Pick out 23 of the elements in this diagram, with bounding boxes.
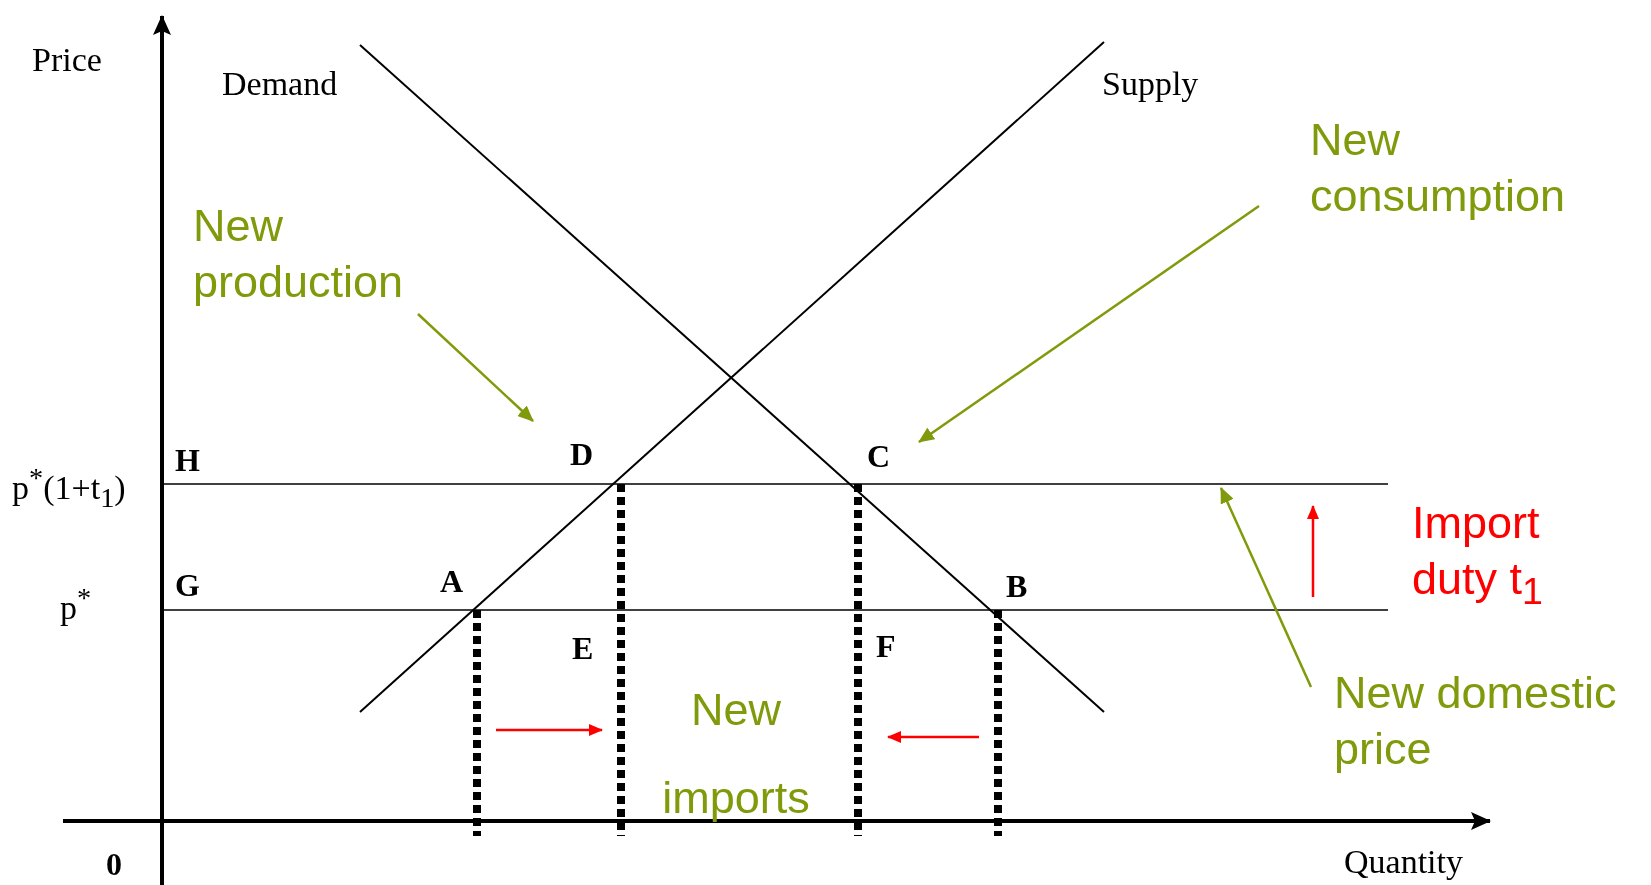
curve-label: Supply: [1102, 64, 1199, 104]
point-label: H: [175, 442, 200, 479]
point-label: A: [440, 563, 464, 600]
annotation-text: Import duty t$_{1}$: [1412, 496, 1544, 615]
origin-label: 0: [106, 846, 122, 883]
axis-title: Quantity: [1344, 842, 1463, 882]
axis-title: Price: [32, 40, 102, 80]
point-label: G: [175, 567, 200, 604]
price-label: p$^{*}$: [60, 582, 92, 628]
price-label: p$^{*}$(1+t$_{1}$): [12, 462, 126, 515]
annotation-text: New imports: [661, 683, 811, 825]
leader-line: [918, 204, 1260, 444]
point-label: F: [876, 628, 896, 665]
leader-line: [417, 313, 534, 422]
leader-line: [1219, 487, 1313, 688]
curve-label: Demand: [222, 64, 338, 104]
point-label: B: [1006, 568, 1028, 605]
point-label: C: [867, 438, 891, 475]
annotation-text: New domestic price: [1334, 665, 1634, 778]
annotation-text: New consumption: [1310, 112, 1600, 225]
point-label: D: [570, 436, 594, 473]
annotation-text: New production: [193, 198, 433, 311]
point-label: E: [572, 630, 594, 667]
